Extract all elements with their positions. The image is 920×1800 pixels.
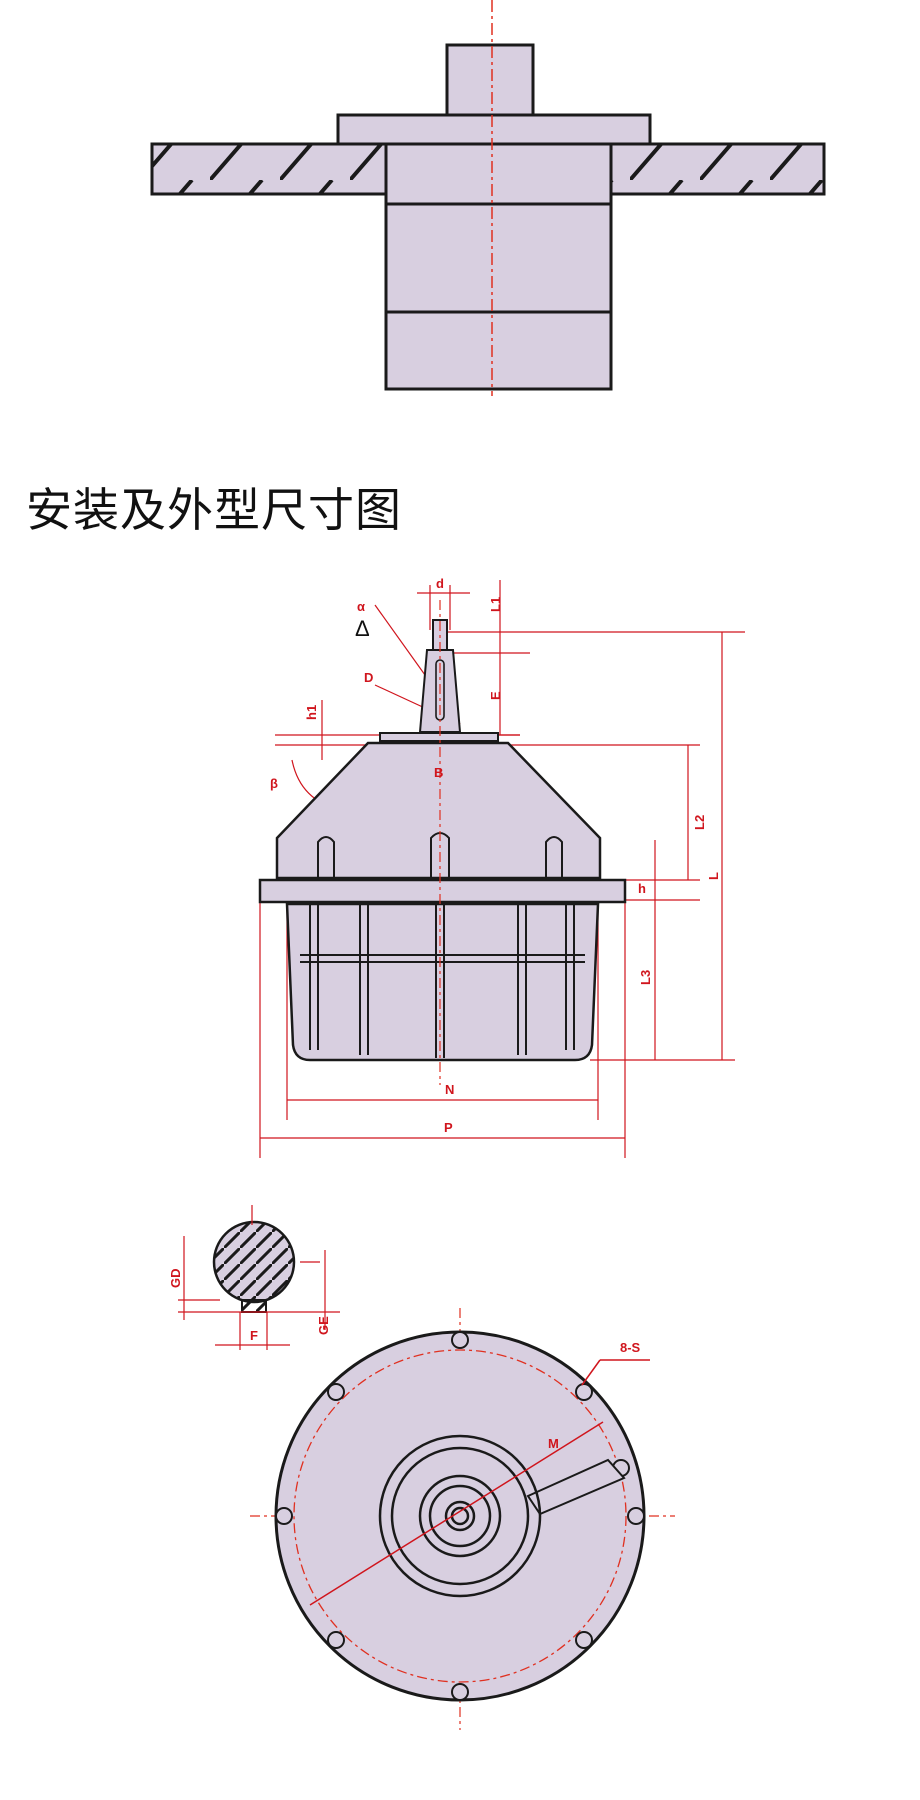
ribbed-lower-body <box>285 902 600 1062</box>
top-boss <box>445 43 535 117</box>
label-GD: GD <box>168 1269 183 1289</box>
shaft-section-drawing: GD GE F <box>168 1205 340 1350</box>
reducer-body <box>384 142 613 391</box>
drawing-heading: 安装及外型尺寸图 <box>26 483 402 537</box>
label-d: d <box>436 576 444 591</box>
label-holes: 8-S <box>620 1340 641 1355</box>
label-delta: Δ <box>355 616 370 641</box>
flange-plate <box>336 113 652 146</box>
front-elevation-drawing: α Δ d L1 D E h1 β B L2 L h L3 N P <box>258 576 745 1158</box>
label-D: D <box>364 670 373 685</box>
label-GE: GE <box>316 1316 331 1335</box>
label-N: N <box>445 1082 454 1097</box>
label-B: B <box>434 765 443 780</box>
label-L2: L2 <box>692 815 707 830</box>
label-L3: L3 <box>638 970 653 985</box>
label-beta: β <box>270 776 278 791</box>
plan-view-drawing: 8-S M <box>250 1308 675 1730</box>
mounting-flange <box>258 878 627 904</box>
label-F: F <box>250 1328 258 1343</box>
label-h1: h1 <box>304 705 319 720</box>
label-h: h <box>638 881 646 896</box>
label-M: M <box>548 1436 559 1451</box>
conical-housing <box>275 741 602 880</box>
label-alpha: α <box>357 599 365 614</box>
installation-section-drawing <box>150 0 826 396</box>
label-E: E <box>488 691 503 700</box>
label-L1: L1 <box>488 597 503 612</box>
label-L: L <box>706 872 721 880</box>
label-P: P <box>444 1120 453 1135</box>
